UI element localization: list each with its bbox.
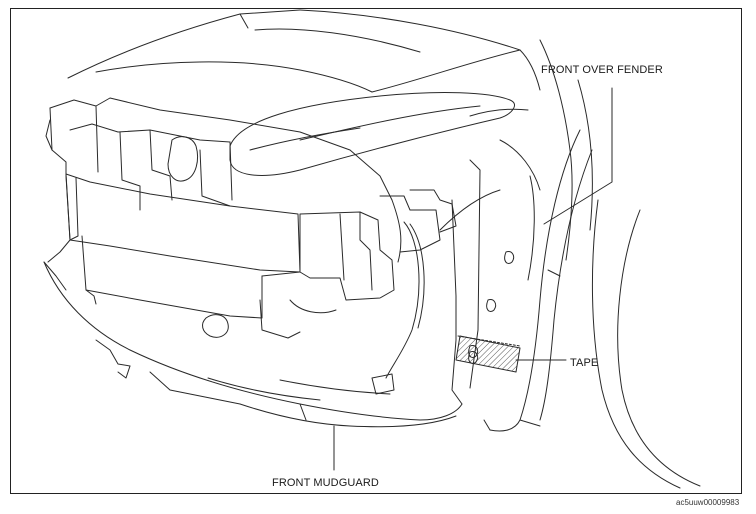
- front-over-fender-label: FRONT OVER FENDER: [541, 64, 663, 76]
- leader-lines: [333, 87, 613, 471]
- figure-id: ac5uuw00009983: [676, 498, 740, 507]
- headlamp: [229, 92, 515, 176]
- inner-components: [202, 189, 457, 395]
- bumper-beam-upper: [65, 173, 301, 273]
- tape-label: TAPE: [570, 357, 599, 369]
- bumper-beam-lower: [81, 235, 301, 319]
- diagram-frame: [10, 8, 742, 494]
- front-mudguard-label: FRONT MUDGUARD: [272, 477, 379, 489]
- tape-area: [455, 335, 521, 373]
- fender-wheel-arch: [439, 39, 701, 489]
- hood-outline: [67, 9, 521, 93]
- radiator-support: [45, 97, 393, 263]
- front-mudguard-shape: [43, 261, 463, 428]
